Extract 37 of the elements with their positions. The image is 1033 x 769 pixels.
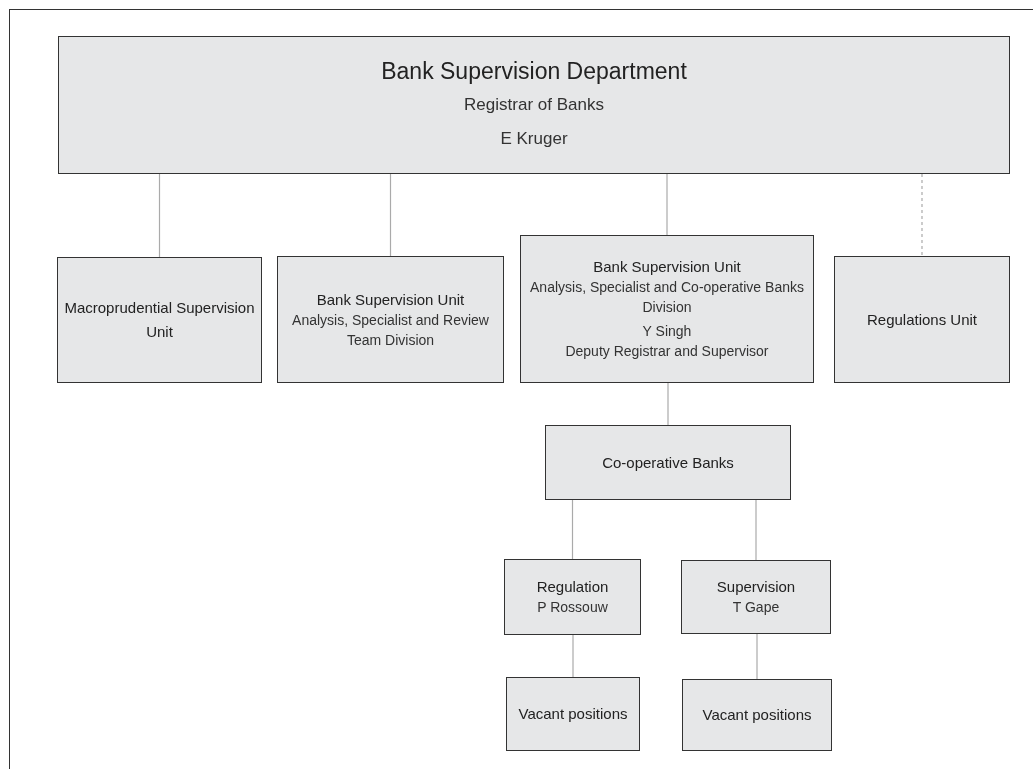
org-box xyxy=(57,257,262,383)
unit-title: Vacant positions xyxy=(702,705,812,725)
connector-line xyxy=(572,634,574,678)
connector-line xyxy=(667,382,669,426)
unit-title: Bank Supervision Unit xyxy=(316,289,465,310)
unit-title: Supervision xyxy=(716,577,796,597)
unit-title: Regulation xyxy=(536,577,609,597)
unit-title: Macroprudential Supervision Unit xyxy=(63,298,256,342)
org-box xyxy=(545,425,791,500)
unit-detail: Analysis, Specialist and Co-operative Banks Division xyxy=(529,278,805,317)
org-box xyxy=(504,559,641,635)
unit-detail: Deputy Registrar and Supervisor xyxy=(565,342,769,361)
connector-line xyxy=(158,173,161,258)
unit-detail: T Gape xyxy=(732,598,780,617)
unit-title: Bank Supervision Department xyxy=(381,57,687,86)
unit-detail: E Kruger xyxy=(500,128,568,150)
connector-line xyxy=(756,633,758,680)
unit-detail: Registrar of Banks xyxy=(464,94,604,116)
connector-line xyxy=(666,173,668,236)
org-box xyxy=(58,36,1010,174)
org-box xyxy=(520,235,814,383)
connector-line xyxy=(755,499,757,561)
unit-title: Bank Supervision Unit xyxy=(593,257,741,277)
org-box xyxy=(506,677,640,751)
unit-title: Co-operative Banks xyxy=(602,452,734,473)
unit-title: Vacant positions xyxy=(518,704,628,724)
unit-detail: P Rossouw xyxy=(537,598,608,617)
org-box xyxy=(834,256,1010,383)
org-box xyxy=(681,560,831,634)
unit-title: Regulations Unit xyxy=(866,309,978,330)
unit-detail: Analysis, Specialist and Review Team Division xyxy=(291,310,490,350)
connector-line xyxy=(389,173,392,257)
org-box xyxy=(277,256,504,383)
connector-line xyxy=(921,173,923,257)
unit-detail: Y Singh xyxy=(642,322,692,341)
connector-line xyxy=(571,499,574,560)
org-box xyxy=(682,679,832,751)
